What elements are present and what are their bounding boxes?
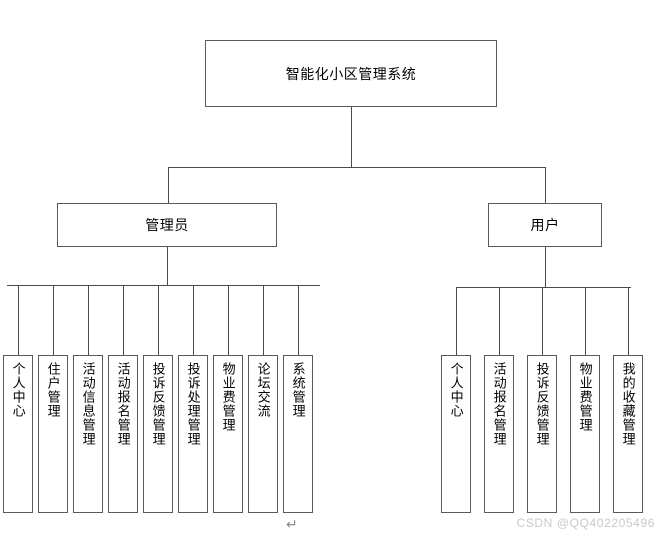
node-admin-leaf-7-label: 论坛交流 (255, 362, 271, 418)
node-admin-leaf-7[interactable]: 论坛交流 (248, 355, 278, 513)
node-admin-leaf-2[interactable]: 活动信息管理 (73, 355, 103, 513)
connector-admin-leaf-4 (158, 285, 159, 355)
node-admin-leaf-3-label: 活动报名管理 (115, 362, 131, 446)
node-user[interactable]: 用户 (488, 203, 602, 247)
node-user-label: 用户 (530, 217, 560, 233)
node-root-label: 智能化小区管理系统 (285, 65, 417, 82)
connector-admin-leaf-7 (263, 285, 264, 355)
connector-level2-bus (168, 167, 545, 168)
connector-admin-leaf-6 (228, 285, 229, 355)
node-user-leaf-0[interactable]: 个人中心 (441, 355, 471, 513)
node-admin-leaf-1[interactable]: 住户管理 (38, 355, 68, 513)
node-admin-leaf-4[interactable]: 投诉反馈管理 (143, 355, 173, 513)
connector-user-bus (456, 287, 631, 288)
connector-admin-leaf-3 (123, 285, 124, 355)
node-user-leaf-3-label: 物业费管理 (577, 362, 593, 432)
node-admin-leaf-6-label: 物业费管理 (220, 362, 236, 432)
node-admin-leaf-8-label: 系统管理 (290, 362, 306, 418)
node-admin-leaf-2-label: 活动信息管理 (80, 362, 96, 446)
connector-user-stem (545, 247, 546, 287)
connector-user-leaf-2 (542, 287, 543, 355)
node-user-leaf-1[interactable]: 活动报名管理 (484, 355, 514, 513)
connector-admin-stem (167, 247, 168, 285)
connector-user-leaf-4 (628, 287, 629, 355)
connector-admin-leaf-1 (53, 285, 54, 355)
node-root[interactable]: 智能化小区管理系统 (205, 40, 497, 107)
node-admin-leaf-8[interactable]: 系统管理 (283, 355, 313, 513)
node-user-leaf-3[interactable]: 物业费管理 (570, 355, 600, 513)
node-admin-leaf-4-label: 投诉反馈管理 (150, 362, 166, 446)
watermark-label: CSDN @QQ402205496 (516, 516, 655, 530)
node-admin-leaf-5[interactable]: 投诉处理管理 (178, 355, 208, 513)
node-admin-leaf-6[interactable]: 物业费管理 (213, 355, 243, 513)
node-admin-leaf-3[interactable]: 活动报名管理 (108, 355, 138, 513)
node-admin-leaf-0[interactable]: 个人中心 (3, 355, 33, 513)
node-user-leaf-2-label: 投诉反馈管理 (534, 362, 550, 446)
node-admin[interactable]: 管理员 (57, 203, 277, 247)
node-user-leaf-4-label: 我的收藏管理 (620, 362, 636, 446)
connector-admin-leaf-5 (193, 285, 194, 355)
paragraph-return-mark: ↵ (286, 516, 298, 532)
connector-user-leaf-0 (456, 287, 457, 355)
node-admin-leaf-1-label: 住户管理 (45, 362, 61, 418)
connector-root-stem (351, 107, 352, 167)
connector-admin-leaf-8 (298, 285, 299, 355)
connector-admin-bus (7, 285, 320, 286)
connector-user-leaf-1 (499, 287, 500, 355)
connector-user-leaf-3 (585, 287, 586, 355)
connector-branch-user-drop (545, 167, 546, 203)
node-admin-leaf-0-label: 个人中心 (10, 362, 26, 418)
node-user-leaf-1-label: 活动报名管理 (491, 362, 507, 446)
node-admin-leaf-5-label: 投诉处理管理 (185, 362, 201, 446)
node-user-leaf-0-label: 个人中心 (448, 362, 464, 418)
connector-admin-leaf-0 (18, 285, 19, 355)
node-user-leaf-4[interactable]: 我的收藏管理 (613, 355, 643, 513)
connector-admin-leaf-2 (88, 285, 89, 355)
node-user-leaf-2[interactable]: 投诉反馈管理 (527, 355, 557, 513)
connector-branch-admin-drop (168, 167, 169, 203)
node-admin-label: 管理员 (145, 217, 189, 233)
